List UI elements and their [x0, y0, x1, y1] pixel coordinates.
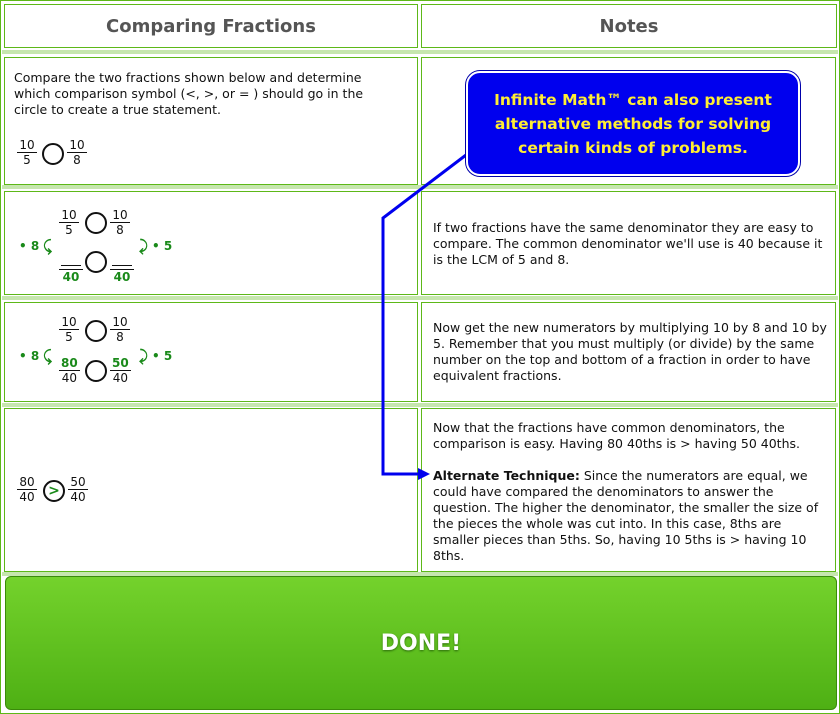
- numerator-blank: [59, 251, 83, 270]
- done-button-label: DONE!: [380, 630, 462, 656]
- comparison-circle: [85, 360, 107, 382]
- row-separator: [2, 185, 838, 189]
- denominator: 40: [113, 270, 131, 284]
- denominator: 40: [62, 270, 80, 284]
- step3-note: Now that the fractions have common denom…: [433, 420, 800, 451]
- numerator: 10: [59, 315, 79, 330]
- notes-cell-4: Now that the fractions have common denom…: [421, 408, 836, 572]
- header-comparing-fractions: Comparing Fractions: [4, 4, 418, 48]
- multiplier-right: • 5: [152, 239, 173, 253]
- multiplier-right: • 5: [152, 349, 173, 363]
- new-fraction-b: 40: [110, 251, 134, 284]
- alternate-technique-text: Since the numerators are equal, we could…: [433, 468, 819, 563]
- notes-cell-2: If two fractions have the same denominat…: [421, 191, 836, 295]
- problem-cell: Compare the two fractions shown below an…: [4, 57, 418, 185]
- numerator: 10: [67, 138, 87, 153]
- header-right-title: Notes: [599, 15, 659, 37]
- numerator: 10: [110, 315, 130, 330]
- comparison-circle: [85, 212, 107, 234]
- alternate-technique-label: Alternate Technique:: [433, 468, 580, 483]
- alternate-technique-note: Alternate Technique: Since the numerator…: [433, 468, 831, 564]
- comparison-circle: [85, 320, 107, 342]
- curved-arrow-left-icon: ⤹: [43, 237, 53, 255]
- numerator: 10: [17, 138, 37, 153]
- curved-arrow-right-icon: ⤸: [139, 237, 149, 255]
- numerator-blank: [110, 251, 134, 270]
- denominator: 5: [65, 330, 73, 344]
- numerator: 50: [110, 356, 131, 371]
- done-button[interactable]: DONE!: [5, 576, 837, 710]
- denominator: 40: [19, 490, 35, 504]
- curved-arrow-left-icon: ⤹: [43, 347, 53, 365]
- numerator: 10: [59, 208, 79, 223]
- numerator: 80: [17, 475, 37, 490]
- comparison-circle: [85, 251, 107, 273]
- problem-prompt: Compare the two fractions shown below an…: [14, 70, 364, 117]
- row-separator: [2, 403, 838, 407]
- denominator: 40: [70, 490, 86, 504]
- new-fraction-a: 40: [59, 251, 83, 284]
- row-separator: [2, 572, 838, 576]
- numerator: 80: [59, 356, 80, 371]
- step2-note: Now get the new numerators by multiplyin…: [433, 320, 827, 383]
- numerator: 50: [68, 475, 88, 490]
- denominator: 40: [61, 371, 77, 385]
- denominator: 8: [73, 153, 81, 167]
- row-separator: [2, 50, 838, 54]
- multiplier-left: • 8: [19, 349, 40, 363]
- numerator: 10: [110, 208, 130, 223]
- denominator: 8: [116, 223, 124, 237]
- curved-arrow-right-icon: ⤸: [139, 347, 149, 365]
- row-separator: [2, 296, 838, 300]
- callout-bubble: Infinite Math™ can also present alternat…: [466, 71, 800, 176]
- callout-text: Infinite Math™ can also present alternat…: [494, 90, 772, 157]
- denominator: 8: [116, 330, 124, 344]
- comparison-circle[interactable]: [42, 143, 64, 165]
- multiplier-left: • 8: [19, 239, 40, 253]
- denominator: 40: [112, 371, 128, 385]
- comparison-circle: >: [43, 480, 65, 502]
- header-notes: Notes: [421, 4, 837, 48]
- denominator: 5: [23, 153, 31, 167]
- denominator: 5: [65, 223, 73, 237]
- notes-cell-3: Now get the new numerators by multiplyin…: [421, 302, 836, 402]
- step1-note: If two fractions have the same denominat…: [433, 220, 823, 267]
- arrow-head-icon: [418, 468, 430, 480]
- header-left-title: Comparing Fractions: [106, 15, 316, 37]
